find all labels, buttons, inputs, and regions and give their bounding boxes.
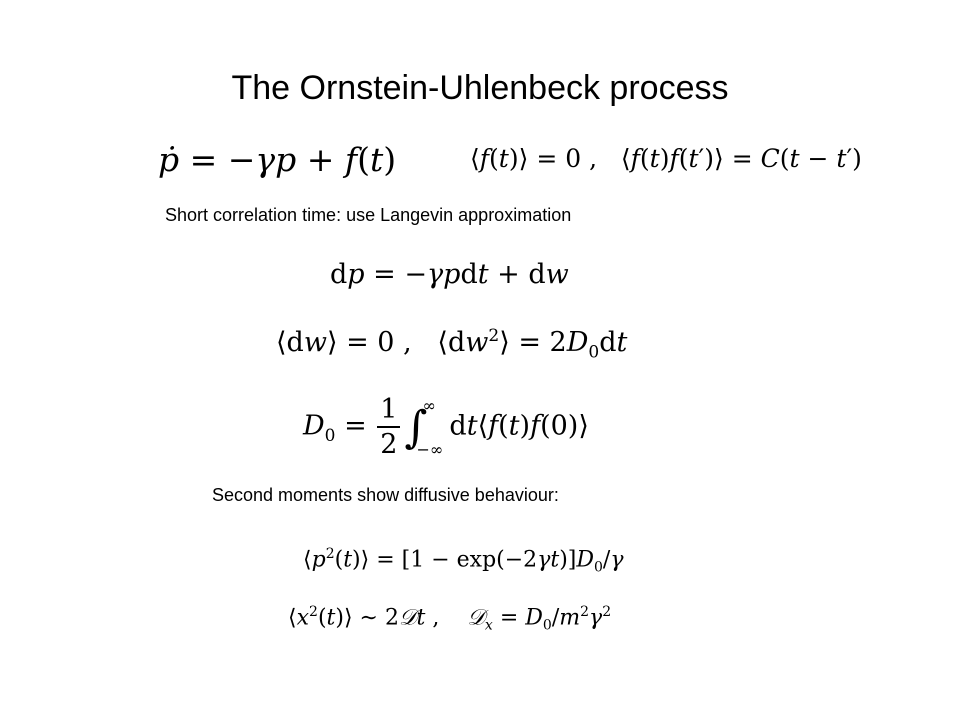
equation-langevin: ṗ = −γp + f(t) <box>158 140 397 179</box>
caption-langevin: Short correlation time: use Langevin app… <box>165 205 572 225</box>
equation-position-variance: ⟨x2(t)⟩ ∼ 2𝒟t , 𝒟x = D0/m2γ2 <box>288 604 612 634</box>
equation-wiener-moments: ⟨dw⟩ = 0 , ⟨dw2⟩ = 2D0dt <box>276 326 628 363</box>
caption-moments: Second moments show diffusive behaviour: <box>212 485 559 505</box>
equation-noise-correlation: ⟨f(t)⟩ = 0 , ⟨f(t)f(t′)⟩ = C(t − t′) <box>470 144 862 173</box>
equation-momentum-variance: ⟨p2(t)⟩ = [1 − exp(−2γt)]D0/γ <box>303 546 624 576</box>
slide-title: The Ornstein-Uhlenbeck process <box>231 69 729 107</box>
equation-stochastic-differential: dp = −γpdt + dw <box>330 259 569 290</box>
